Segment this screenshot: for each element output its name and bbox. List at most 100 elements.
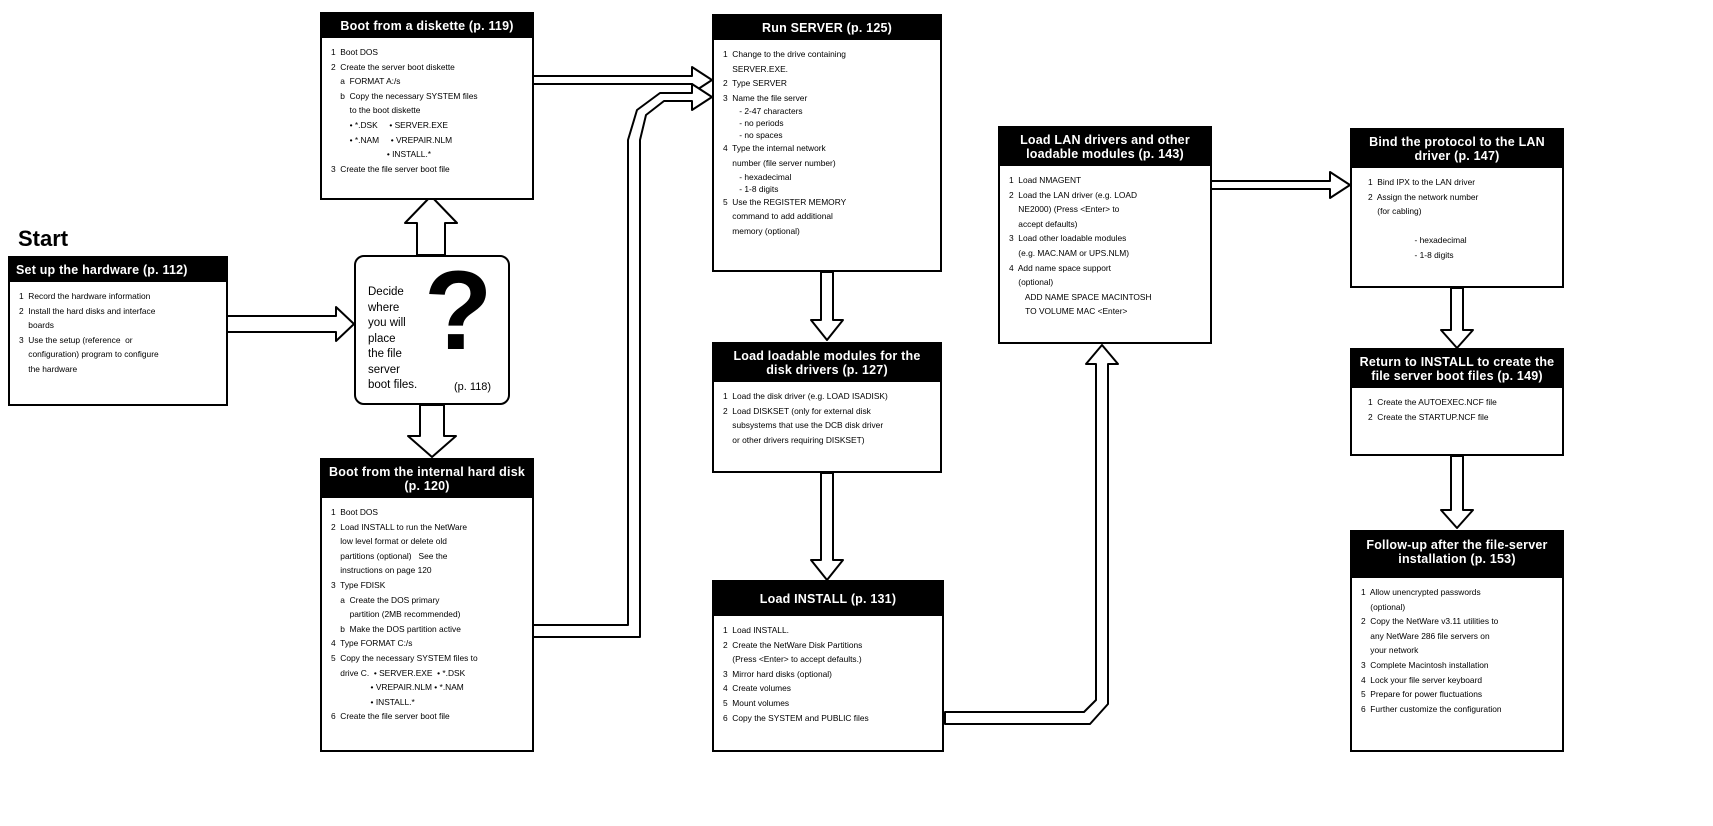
step: TO VOLUME MAC <Enter> bbox=[1009, 306, 1128, 317]
step: • VREPAIR.NLM • *.NAM bbox=[331, 682, 464, 693]
box-follow-up: Follow-up after the file-server installa… bbox=[1350, 530, 1564, 752]
box-load-install: Load INSTALL (p. 131) 1 Load INSTALL. 2 … bbox=[712, 580, 944, 752]
box-follow-up-steps: 1 Allow unencrypted passwords (optional)… bbox=[1352, 578, 1562, 720]
box-bind-protocol-steps: 1 Bind IPX to the LAN driver 2 Assign th… bbox=[1352, 168, 1562, 267]
step: 2 Create the STARTUP.NCF file bbox=[1361, 411, 1489, 422]
step: 2 Type SERVER bbox=[723, 78, 787, 89]
step: any NetWare 286 file servers on bbox=[1361, 630, 1490, 641]
step: 4 Add name space support bbox=[1009, 262, 1111, 273]
arrow-install-to-landrivers bbox=[944, 344, 1119, 725]
step: memory (optional) bbox=[723, 225, 800, 236]
box-lan-drivers: Load LAN drivers and other loadable modu… bbox=[998, 126, 1212, 344]
box-disk-drivers-title: Load loadable modules for the disk drive… bbox=[714, 344, 940, 382]
step: 3 Type FDISK bbox=[331, 579, 386, 590]
step: 1 Load INSTALL. bbox=[723, 625, 789, 635]
step: configuration) program to configure bbox=[19, 349, 159, 360]
step: 6 Further customize the configuration bbox=[1361, 703, 1502, 714]
arrow-hardware-to-decide bbox=[225, 306, 355, 342]
step: 1 Bind IPX to the LAN driver bbox=[1361, 177, 1476, 187]
step: SERVER.EXE. bbox=[723, 63, 789, 74]
step: or other drivers requiring DISKSET) bbox=[723, 434, 865, 445]
arrow-harddisk-to-runserver bbox=[531, 83, 713, 638]
step: 3 Name the file server bbox=[723, 92, 808, 103]
step: - no periods bbox=[723, 118, 784, 129]
box-run-server-title: Run SERVER (p. 125) bbox=[714, 16, 940, 40]
step: drive C. • SERVER.EXE • *.DSK bbox=[331, 667, 466, 678]
box-boot-harddisk-title: Boot from the internal hard disk (p. 120… bbox=[322, 460, 532, 498]
box-bind-protocol-title: Bind the protocol to the LAN driver (p. … bbox=[1352, 130, 1562, 168]
box-run-server-steps: 1 Change to the drive containing SERVER.… bbox=[714, 40, 940, 242]
step: (optional) bbox=[1361, 601, 1406, 612]
step: 2 Create the NetWare Disk Partitions bbox=[723, 639, 863, 650]
step: - 1-8 digits bbox=[723, 183, 779, 194]
arrow-landrivers-to-bind bbox=[1210, 171, 1351, 199]
decide-line: server bbox=[368, 363, 400, 376]
step: 1 Load the disk driver (e.g. LOAD ISADIS… bbox=[723, 391, 888, 401]
step: 2 Copy the NetWare v3.11 utilities to bbox=[1361, 616, 1499, 627]
step: 4 Type the internal network bbox=[723, 143, 826, 154]
step: NE2000) (Press <Enter> to bbox=[1009, 204, 1120, 215]
step: 5 Use the REGISTER MEMORY bbox=[723, 196, 847, 207]
step: 1 Boot DOS bbox=[331, 47, 379, 57]
step: 5 Copy the necessary SYSTEM files to bbox=[331, 652, 478, 663]
decide-page-ref: (p. 118) bbox=[454, 381, 492, 393]
step: 6 Create the file server boot file bbox=[331, 711, 450, 722]
decide-line: you will bbox=[368, 317, 406, 329]
step: • INSTALL.* bbox=[331, 696, 415, 707]
step: 1 Allow unencrypted passwords bbox=[1361, 587, 1481, 597]
step: - hexadecimal bbox=[723, 171, 792, 182]
step: 4 Type FORMAT C:/s bbox=[331, 638, 413, 649]
step: 3 Use the setup (reference or bbox=[19, 334, 133, 345]
arrow-diskdrivers-to-install bbox=[810, 472, 844, 581]
step: b Copy the necessary SYSTEM files bbox=[331, 90, 478, 101]
step: 3 Mirror hard disks (optional) bbox=[723, 668, 832, 679]
decide-text: Decide where you will place the file ser… bbox=[368, 285, 417, 394]
arrow-decide-to-harddisk bbox=[407, 404, 457, 458]
step: (Press <Enter> to accept defaults.) bbox=[723, 654, 862, 665]
step: (optional) bbox=[1009, 277, 1054, 288]
step: 4 Lock your file server keyboard bbox=[1361, 674, 1483, 685]
step: 1 Change to the drive containing bbox=[723, 49, 846, 59]
start-label: Start bbox=[18, 226, 69, 251]
arrow-decide-to-diskette bbox=[404, 195, 458, 256]
box-lan-drivers-steps: 1 Load NMAGENT 2 Load the LAN driver (e.… bbox=[1000, 166, 1210, 323]
box-run-server: Run SERVER (p. 125) 1 Change to the driv… bbox=[712, 14, 942, 272]
step: - no spaces bbox=[723, 130, 783, 141]
box-return-install: Return to INSTALL to create the file ser… bbox=[1350, 348, 1564, 456]
step: 2 Load the LAN driver (e.g. LOAD bbox=[1009, 189, 1138, 200]
arrow-runserver-to-diskdrivers bbox=[810, 271, 844, 341]
decide-line: place bbox=[368, 332, 396, 345]
step: low level format or delete old bbox=[331, 536, 447, 547]
box-setup-hardware-title: Set up the hardware (p. 112) bbox=[10, 258, 226, 282]
step bbox=[1361, 219, 1555, 234]
step: your network bbox=[1361, 645, 1419, 656]
step: 1 Load NMAGENT bbox=[1009, 175, 1082, 185]
step: • INSTALL.* bbox=[331, 149, 432, 160]
box-load-install-title: Load INSTALL (p. 131) bbox=[714, 582, 942, 616]
step: command to add additional bbox=[723, 211, 833, 222]
step: 2 Assign the network number bbox=[1361, 191, 1479, 202]
box-boot-harddisk-steps: 1 Boot DOS 2 Load INSTALL to run the Net… bbox=[322, 498, 532, 728]
step: • *.NAM • VREPAIR.NLM bbox=[331, 134, 453, 145]
step: ADD NAME SPACE MACINTOSH bbox=[1009, 291, 1152, 302]
step: 6 Copy the SYSTEM and PUBLIC files bbox=[723, 712, 869, 723]
step: 2 Load DISKSET (only for external disk bbox=[723, 405, 871, 416]
box-setup-hardware-steps: 1 Record the hardware information 2 Inst… bbox=[10, 282, 226, 381]
step: accept defaults) bbox=[1009, 218, 1078, 229]
arrow-bind-to-return bbox=[1440, 287, 1474, 349]
step: the hardware bbox=[19, 363, 78, 374]
box-load-install-steps: 1 Load INSTALL. 2 Create the NetWare Dis… bbox=[714, 616, 942, 729]
step: 1 Boot DOS bbox=[331, 507, 379, 517]
arrow-diskette-to-runserver bbox=[531, 66, 713, 94]
box-setup-hardware: Set up the hardware (p. 112) 1 Record th… bbox=[8, 256, 228, 406]
step: b Make the DOS partition active bbox=[331, 623, 461, 634]
step: (e.g. MAC.NAM or UPS.NLM) bbox=[1009, 247, 1130, 258]
box-boot-diskette: Boot from a diskette (p. 119) 1 Boot DOS… bbox=[320, 12, 534, 200]
decide-line: Decide bbox=[368, 286, 404, 298]
box-boot-diskette-title: Boot from a diskette (p. 119) bbox=[322, 14, 532, 38]
step: 4 Create volumes bbox=[723, 683, 791, 694]
step: 3 Create the file server boot file bbox=[331, 163, 450, 174]
box-boot-diskette-steps: 1 Boot DOS 2 Create the server boot disk… bbox=[322, 38, 532, 180]
step: 3 Complete Macintosh installation bbox=[1361, 659, 1489, 670]
